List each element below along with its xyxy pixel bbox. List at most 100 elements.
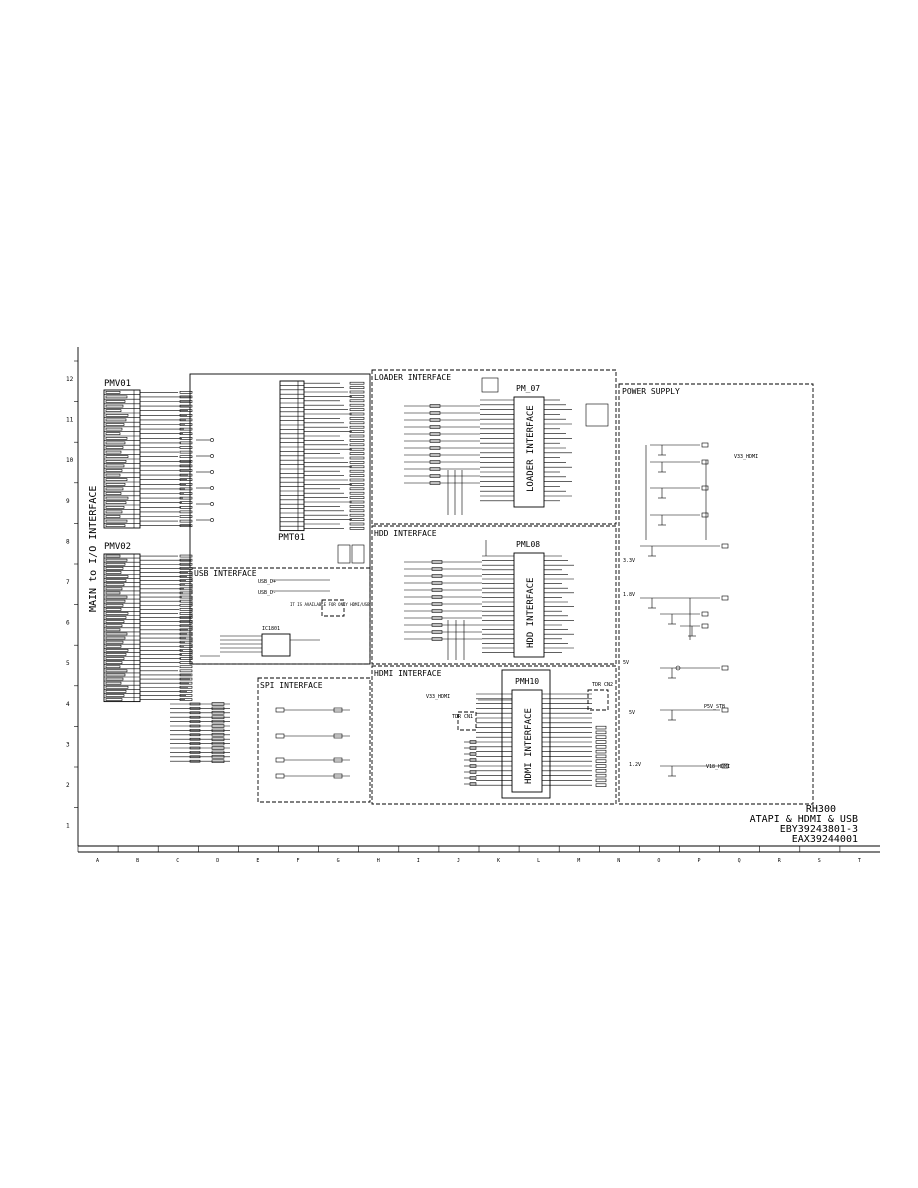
net-label-glyph xyxy=(349,412,365,416)
net-label-glyph xyxy=(179,554,193,558)
cluster-resistor xyxy=(189,742,201,745)
column-label: L xyxy=(537,858,540,864)
pin-name-glyph xyxy=(105,413,129,417)
cluster-resistor xyxy=(189,724,201,728)
power-1v2: 1.2V xyxy=(629,762,641,768)
pin-name-glyph xyxy=(105,441,126,445)
net-label-glyph xyxy=(179,505,193,509)
loader-resistor xyxy=(429,404,441,408)
hdmi-v33-net: V33_HDMI xyxy=(426,694,450,700)
side-title: MAIN to I/O INTERFACE xyxy=(88,486,99,612)
spi-resistor xyxy=(333,733,343,739)
row-label: 1 xyxy=(66,823,70,830)
pmv02-connector xyxy=(103,553,193,703)
cluster-resistor xyxy=(189,759,201,763)
net-label-glyph xyxy=(349,518,365,521)
hdmi-resistor xyxy=(469,776,477,780)
net-label-glyph xyxy=(179,436,193,440)
net-label-glyph xyxy=(179,501,193,505)
power-v18-hdmi: V18_HDMI xyxy=(706,764,730,770)
hdmi-port xyxy=(595,769,607,773)
pmt01-label: PMT01 xyxy=(278,533,305,543)
usb-dm-net: USB_D- xyxy=(258,590,276,596)
net-label-glyph xyxy=(179,473,193,477)
column-label: M xyxy=(577,858,580,864)
loader-section-box xyxy=(371,369,617,525)
net-label-glyph xyxy=(349,465,365,469)
title-line2: ATAPI & HDMI & USB xyxy=(750,814,858,825)
pin-name-glyph xyxy=(105,515,121,518)
pin-name-glyph xyxy=(105,469,123,472)
hdmi-resistor xyxy=(469,764,477,768)
pmv02-parts-cluster xyxy=(170,702,230,763)
net-label-glyph xyxy=(349,395,365,398)
net-label-glyph xyxy=(349,522,365,526)
hdd-resistor xyxy=(431,560,443,564)
net-label-glyph xyxy=(179,496,193,500)
usb-note: IT IS AVAILABLE FOR ONLY HDMI/USB xyxy=(290,602,370,607)
hdmi-port xyxy=(595,759,607,763)
power-3v3: 3.3V xyxy=(623,558,635,564)
column-label: A xyxy=(96,858,99,864)
cluster-resistor xyxy=(189,733,201,737)
net-label-glyph xyxy=(179,694,193,697)
hdmi-port xyxy=(595,740,607,744)
net-label-glyph xyxy=(349,456,365,460)
power-node xyxy=(675,665,681,671)
spi-section-box xyxy=(257,677,371,803)
pin-name-glyph xyxy=(105,653,127,656)
net-label-glyph xyxy=(349,403,365,407)
hdmi-tp2: TDR CN2 xyxy=(592,682,613,688)
net-label-glyph xyxy=(179,441,193,445)
column-label: T xyxy=(858,858,861,864)
pin-name-glyph xyxy=(105,673,126,677)
power-v33-hdmi: V33_HDMI xyxy=(734,454,758,460)
pin-name-glyph xyxy=(105,632,128,636)
jumper-block xyxy=(337,544,351,564)
pin-name-glyph xyxy=(105,436,128,440)
hdmi-port xyxy=(595,754,607,759)
power-circuit xyxy=(640,442,729,777)
pin-name-glyph xyxy=(105,628,121,632)
net-label-glyph xyxy=(179,562,193,566)
net-label-glyph xyxy=(179,464,193,468)
spi-resistor xyxy=(333,707,343,713)
spi-resistor xyxy=(333,773,343,779)
net-label-glyph xyxy=(349,478,365,482)
usb-dash-part xyxy=(321,599,345,617)
pmv02-label: PMV02 xyxy=(104,542,131,552)
net-label-glyph xyxy=(349,408,365,411)
power-port xyxy=(701,485,709,491)
pin-name-glyph xyxy=(105,395,128,399)
usb-section-title: USB INTERFACE xyxy=(194,569,257,578)
column-label: F xyxy=(297,858,300,864)
title-line3: EBY39243801-3 xyxy=(780,824,858,835)
net-label-glyph xyxy=(179,409,193,413)
loader-label-glyphs xyxy=(585,403,609,427)
net-label-glyph xyxy=(179,653,193,656)
power-port xyxy=(721,595,729,601)
hdmi-resistor xyxy=(469,758,477,762)
hdmi-resistor xyxy=(469,746,477,750)
pin-name-glyph xyxy=(105,620,125,623)
power-p5v-stb: P5V_STB xyxy=(704,704,725,710)
pin-name-glyph xyxy=(105,690,127,693)
pin-name-glyph xyxy=(105,665,121,669)
net-label-glyph xyxy=(179,669,193,673)
net-label-glyph xyxy=(349,500,365,504)
loader-block-label: LOADER INTERFACE xyxy=(526,405,536,492)
net-label-glyph xyxy=(179,427,193,431)
column-label: E xyxy=(256,858,259,864)
pin-name-glyph xyxy=(105,603,124,607)
net-label-glyph xyxy=(179,482,193,486)
net-label-glyph xyxy=(349,461,365,464)
net-label-glyph xyxy=(179,459,193,463)
hdd-resistor xyxy=(431,616,443,620)
pin-name-glyph xyxy=(105,694,125,697)
pin-name-glyph xyxy=(105,575,129,578)
pin-name-glyph xyxy=(105,649,129,652)
loader-resistor xyxy=(429,411,441,415)
pin-name-glyph xyxy=(105,591,121,595)
